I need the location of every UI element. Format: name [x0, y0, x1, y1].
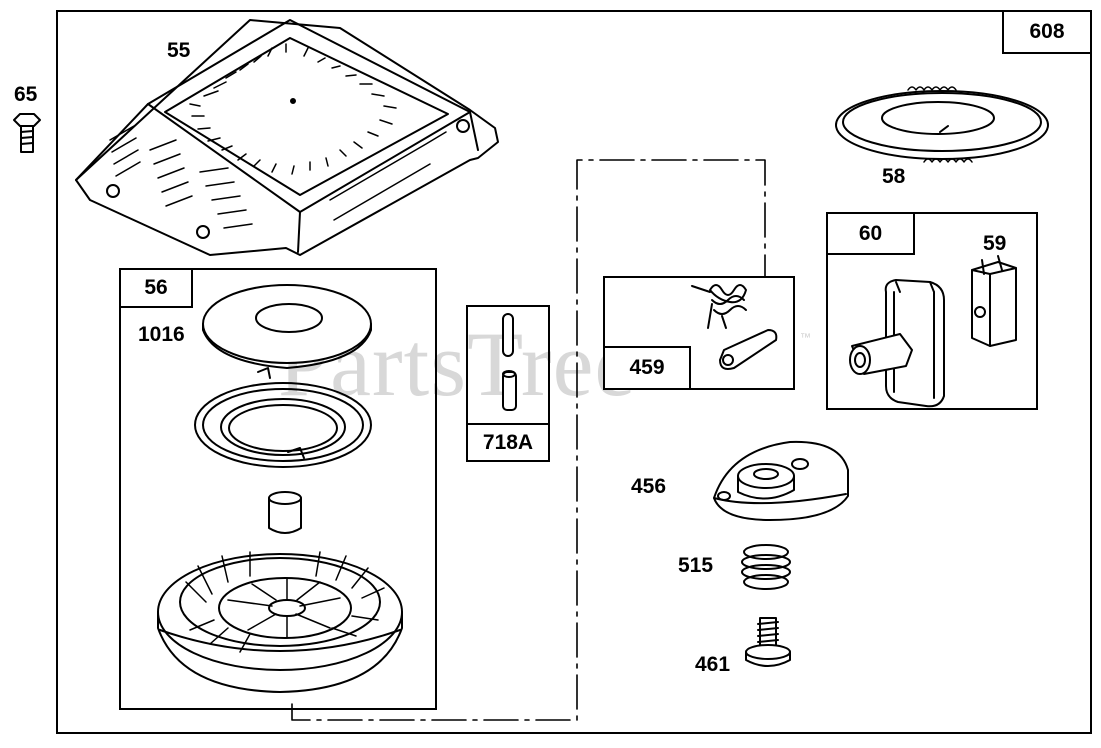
group-label-718a[interactable]: 718A — [466, 423, 550, 462]
bushing — [268, 491, 302, 534]
insert-part-59 — [971, 255, 1017, 347]
callout-1016[interactable]: 1016 — [138, 323, 185, 346]
pulley — [157, 551, 403, 693]
bolt-part-65 — [13, 113, 41, 153]
group-label-60[interactable]: 60 — [826, 212, 915, 255]
callout-65[interactable]: 65 — [14, 83, 38, 106]
washer-part-1016 — [202, 284, 372, 369]
diagram-frame — [56, 10, 1092, 734]
group-box-60 — [826, 212, 1038, 410]
plate-part-456 — [713, 440, 849, 521]
watermark-trademark: ™ — [800, 332, 811, 344]
frame-label-608[interactable]: 608 — [1002, 10, 1092, 54]
group-label-459[interactable]: 459 — [603, 346, 691, 390]
callout-515[interactable]: 515 — [678, 554, 714, 577]
assembly-dash-line — [291, 159, 766, 721]
callout-456[interactable]: 456 — [631, 475, 667, 498]
group-box-56 — [119, 268, 437, 710]
group-label-56[interactable]: 56 — [119, 268, 193, 308]
group-box-459 — [603, 276, 795, 390]
screw-part-461 — [745, 617, 791, 667]
rope-part-58 — [835, 86, 1049, 163]
spring-part-515 — [741, 544, 791, 590]
callout-58[interactable]: 58 — [882, 165, 906, 188]
handle-part-60 — [849, 279, 945, 408]
callout-461[interactable]: 461 — [695, 653, 731, 676]
recoil-spring — [194, 367, 372, 468]
spring-part-459 — [691, 284, 778, 370]
pins-718a — [502, 313, 517, 411]
cover-part-55 — [75, 19, 499, 256]
callout-55[interactable]: 55 — [167, 39, 191, 62]
callout-59[interactable]: 59 — [983, 232, 1007, 255]
